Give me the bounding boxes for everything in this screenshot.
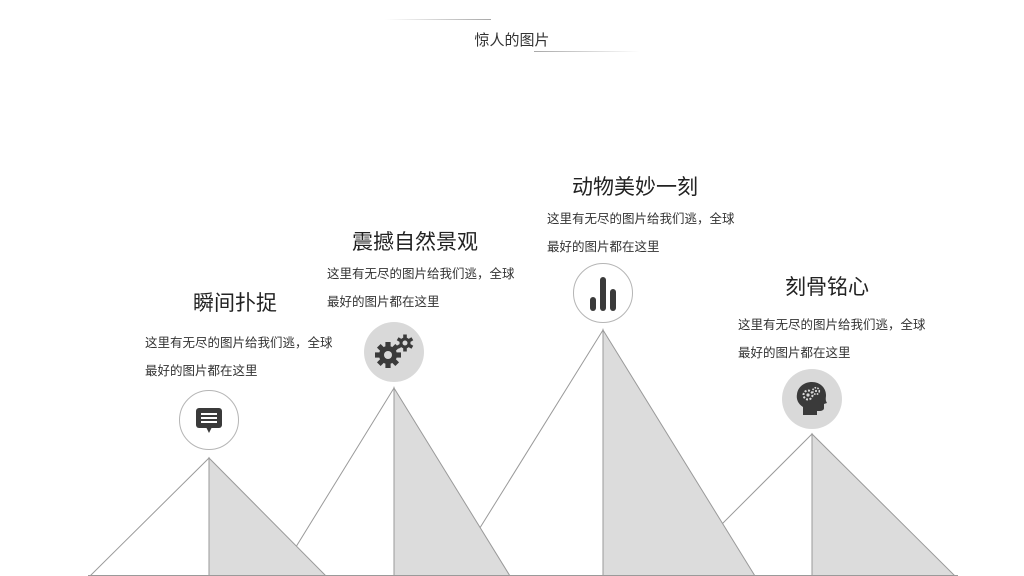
header-rule-left bbox=[385, 19, 491, 20]
gears-icon bbox=[375, 334, 414, 368]
mountain-2 bbox=[277, 386, 511, 576]
mountain-1 bbox=[89, 456, 327, 576]
block-icon-circle-4 bbox=[782, 369, 842, 429]
block-icon-circle-2 bbox=[364, 322, 424, 382]
block-desc-2: 这里有无尽的图片给我们逃，全球最好的图片都在这里 bbox=[327, 266, 515, 309]
block-title-4: 刻骨铭心 bbox=[785, 275, 869, 299]
block-icon-circle-1 bbox=[179, 390, 239, 450]
chat-bubble-icon bbox=[196, 408, 222, 433]
block-title-3: 动物美妙一刻 bbox=[572, 175, 698, 199]
block-desc-1: 这里有无尽的图片给我们逃，全球最好的图片都在这里 bbox=[145, 335, 333, 378]
block-desc-3: 这里有无尽的图片给我们逃，全球最好的图片都在这里 bbox=[547, 211, 735, 254]
header-rule-right bbox=[534, 51, 640, 52]
block-title-1: 瞬间扑捉 bbox=[193, 291, 277, 315]
block-icon-circle-3 bbox=[573, 263, 633, 323]
block-title-2: 震撼自然景观 bbox=[352, 230, 478, 254]
block-desc-4: 这里有无尽的图片给我们逃，全球最好的图片都在这里 bbox=[738, 317, 926, 360]
bar-chart-icon bbox=[590, 277, 616, 311]
head-gears-icon bbox=[796, 382, 827, 415]
page-title: 惊人的图片 bbox=[474, 31, 550, 49]
mountain-3 bbox=[449, 328, 756, 576]
